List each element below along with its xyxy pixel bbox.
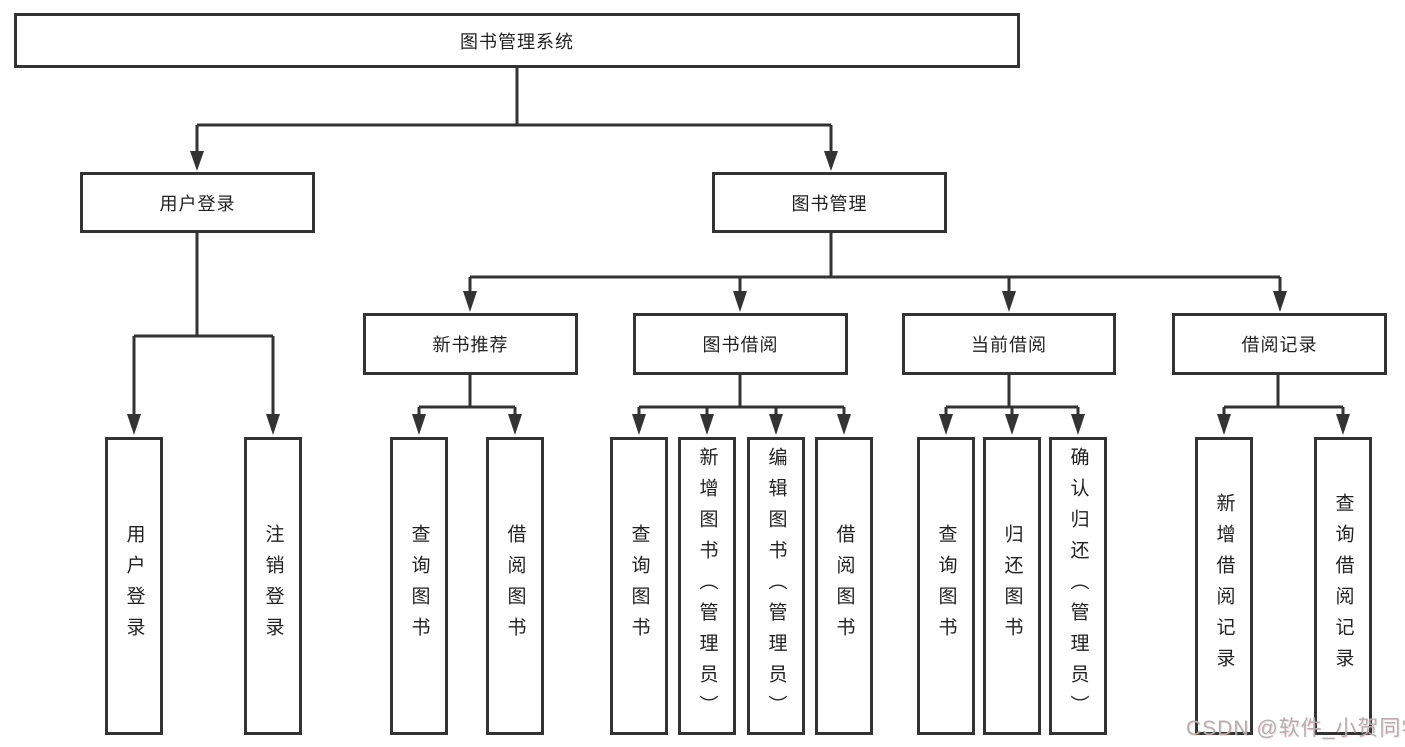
edge-root-to-level2 [195,68,833,153]
leaf-query-books-borrow: 查询图书 [610,437,668,735]
node-new-book-recommendation: 新书推荐 [363,313,578,375]
leaf-borrow-books: 借阅图书 [815,437,873,735]
arrowheads [127,151,1350,435]
leaf-add-book-admin: 新增图书（管理员） [678,437,736,735]
leaf-query-books-current: 查询图书 [917,437,975,735]
leaf-borrow-books-recommend: 借阅图书 [486,437,544,735]
node-current-borrowing: 当前借阅 [902,313,1116,375]
edge-user-login-to-leaves [132,233,275,416]
node-root-library-management-system: 图书管理系统 [14,13,1020,68]
leaf-return-books: 归还图书 [983,437,1041,735]
node-user-login: 用户登录 [80,172,315,233]
leaf-user-login: 用户登录 [105,437,163,735]
node-borrowing-records: 借阅记录 [1172,313,1387,375]
leaf-add-borrow-record: 新增借阅记录 [1195,437,1253,735]
node-book-management: 图书管理 [712,172,947,233]
node-book-borrowing: 图书借阅 [633,313,848,375]
leaf-edit-book-admin: 编辑图书（管理员） [747,437,805,735]
edge-level3-to-leaves [417,375,1345,416]
leaf-logout: 注销登录 [244,437,302,735]
edge-book-management-to-level3 [468,233,1282,293]
csdn-watermark: CSDN @软件_小贺同学 [1186,717,1405,740]
leaf-query-borrow-record: 查询借阅记录 [1314,437,1372,735]
leaf-query-books-recommend: 查询图书 [390,437,448,735]
leaf-confirm-return-admin: 确认归还（管理员） [1049,437,1107,735]
